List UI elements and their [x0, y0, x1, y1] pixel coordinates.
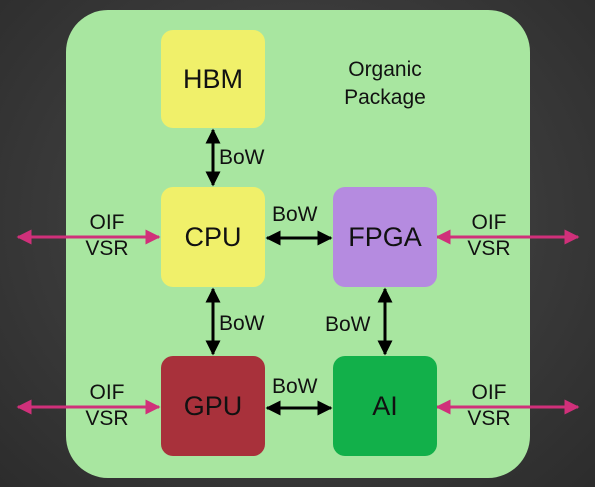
package-label-line1: Organic	[348, 58, 422, 81]
chip-cpu-label: CPU	[184, 221, 242, 252]
external-cpu-left-line2: VSR	[85, 237, 129, 260]
external-cpu-left-line1: OIF	[89, 211, 125, 234]
external-ai-right-line2: VSR	[467, 407, 511, 430]
link-gpu-ai-label: BoW	[272, 375, 318, 398]
external-fpga-right-label: OIF VSR	[454, 210, 524, 262]
chip-fpga-label: FPGA	[348, 221, 422, 252]
external-gpu-left-line1: OIF	[89, 381, 125, 404]
package-label: Organic Package	[330, 56, 440, 112]
package-label-line2: Package	[344, 86, 426, 109]
link-cpu-gpu-label: BoW	[219, 312, 265, 335]
external-ai-right-line1: OIF	[471, 381, 507, 404]
chip-hbm: HBM	[161, 30, 265, 128]
external-ai-right-label: OIF VSR	[454, 380, 524, 432]
external-fpga-right-line2: VSR	[467, 237, 511, 260]
chip-hbm-label: HBM	[183, 63, 243, 94]
chip-ai-label: AI	[372, 390, 398, 421]
chip-fpga: FPGA	[333, 187, 437, 287]
external-fpga-right-line1: OIF	[471, 211, 507, 234]
chip-gpu: GPU	[161, 356, 265, 456]
chip-gpu-label: GPU	[183, 390, 243, 421]
external-cpu-left-label: OIF VSR	[72, 210, 142, 262]
chip-ai: AI	[333, 356, 437, 456]
link-hbm-cpu-label: BoW	[219, 146, 265, 169]
link-fpga-ai-label: BoW	[325, 313, 371, 336]
external-gpu-left-label: OIF VSR	[72, 380, 142, 432]
link-cpu-fpga-label: BoW	[272, 203, 318, 226]
chip-cpu: CPU	[161, 187, 265, 287]
external-gpu-left-line2: VSR	[85, 407, 129, 430]
